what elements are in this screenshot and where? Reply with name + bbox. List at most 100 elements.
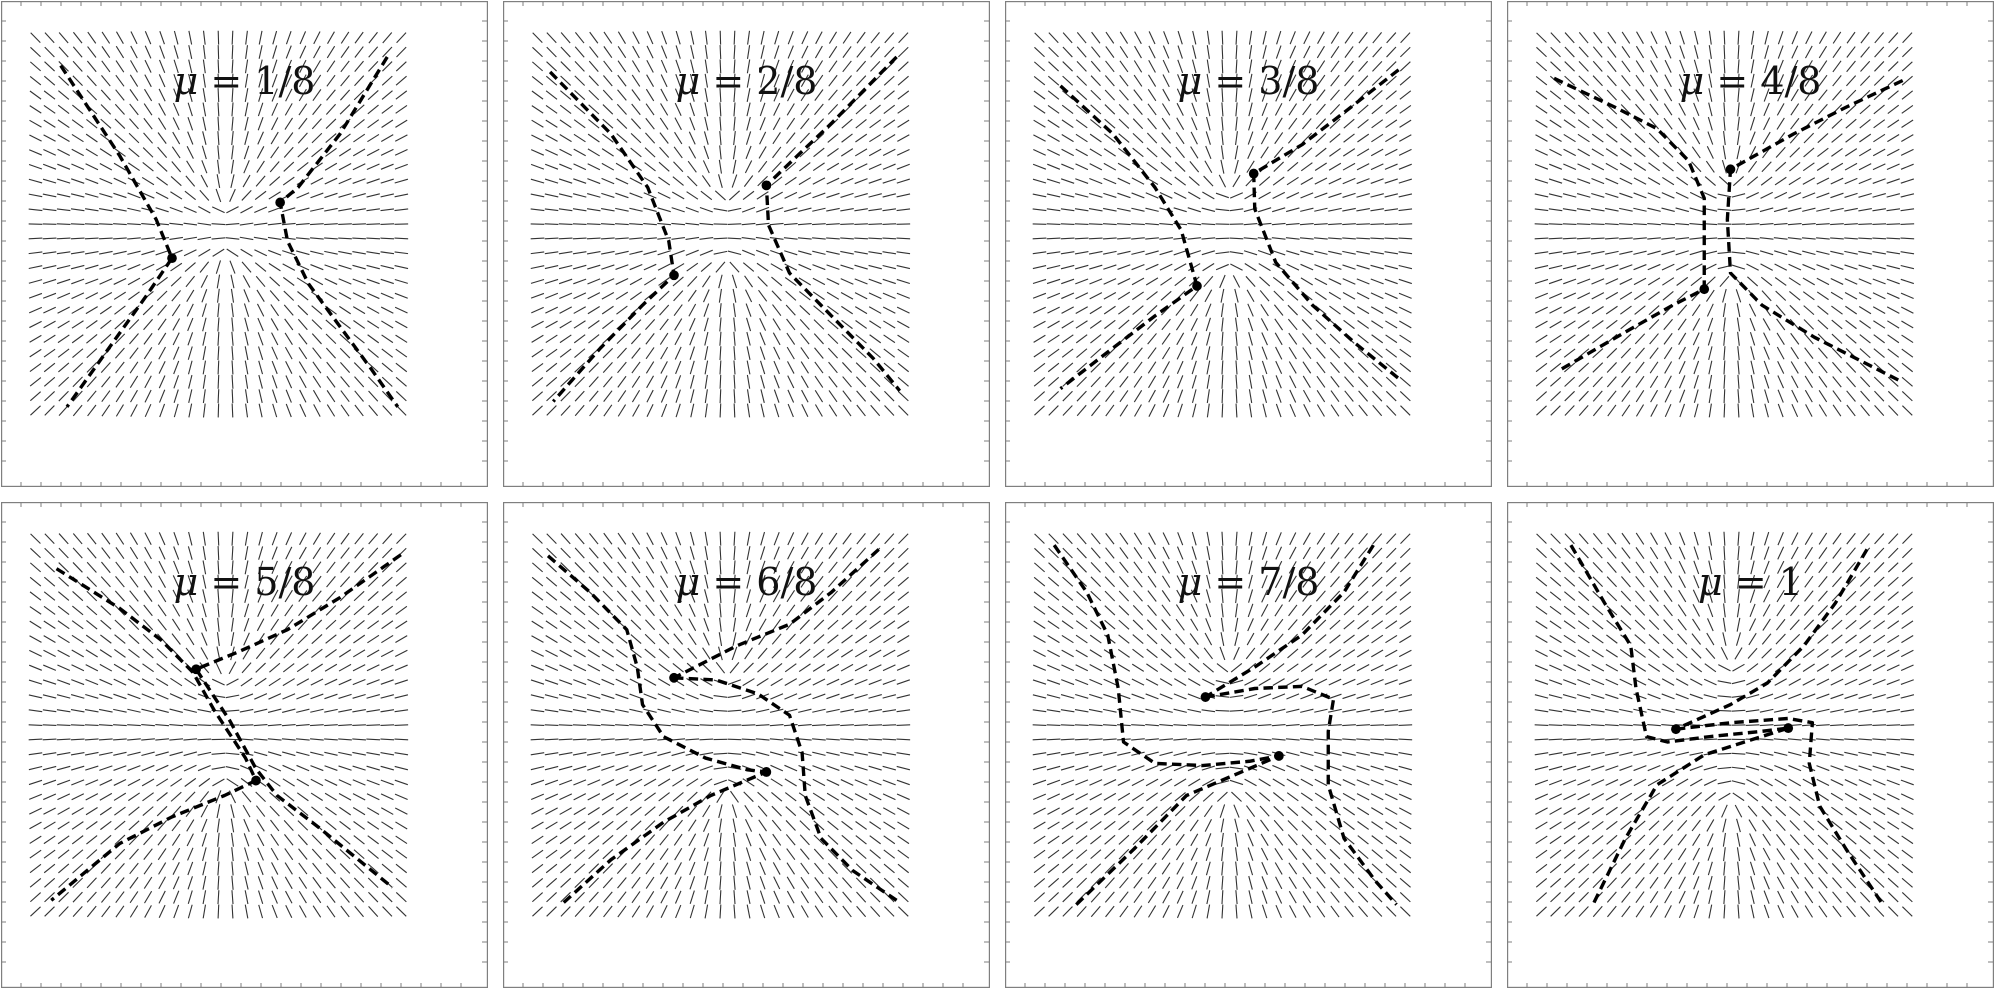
field-segment [759,332,766,346]
field-segment [295,723,310,727]
field-segment [366,306,380,314]
field-segment [311,619,323,630]
field-segment [217,303,220,318]
field-segment [1708,102,1713,117]
field-segment [1286,207,1300,213]
field-segment [746,574,751,589]
field-segment [1259,276,1271,287]
field-segment [755,222,770,226]
field-segment [559,807,572,815]
field-segment [1563,334,1576,344]
field-segment [169,764,183,772]
field-segment [841,118,853,129]
field-segment [1858,208,1872,212]
field-segment [1062,61,1073,72]
field-segment [1620,347,1632,359]
field-segment [1577,178,1591,184]
field-segment [1119,45,1129,59]
field-segment [170,191,183,200]
panel-plot [503,502,990,988]
field-segment [71,793,85,801]
field-segment [1343,305,1356,315]
field-segment [312,546,322,560]
field-segment [352,148,366,157]
field-segment [742,678,755,687]
field-segment [310,678,324,686]
field-segment [1663,332,1673,345]
field-segment [1220,159,1225,174]
field-segment [718,632,723,647]
field-segment [70,251,85,255]
field-segment [1287,147,1298,158]
field-segment [685,206,699,213]
field-segment [1886,208,1901,212]
field-segment [559,679,573,685]
field-segment [1302,118,1312,130]
field-segment [298,546,307,560]
field-segment [142,162,154,172]
field-segment [869,891,881,903]
field-segment [56,765,71,771]
field-segment [43,620,56,629]
field-segment [394,738,409,741]
field-segment [883,863,895,874]
field-segment [688,847,696,861]
field-segment [1147,103,1157,116]
field-segment [784,693,798,700]
field-segment [184,677,197,687]
field-segment [544,709,559,713]
field-segment [883,75,895,86]
field-segment [296,708,310,713]
field-segment [559,821,572,830]
field-segment [311,806,323,816]
field-segment [1076,75,1088,86]
field-segment [1620,319,1632,330]
field-segment [827,820,839,831]
field-segment [1576,193,1591,198]
field-segment [1606,118,1618,129]
field-segment [1763,360,1770,375]
field-segment [339,820,351,831]
field-segment [1818,404,1828,417]
field-segment [558,208,573,212]
field-segment [560,362,572,373]
field-segment [281,738,296,741]
field-segment [659,604,669,617]
field-segment [29,849,42,859]
field-segment [115,561,125,574]
field-segment [113,708,127,713]
field-segment [719,73,722,88]
field-segment [72,46,83,58]
field-segment [1400,46,1411,58]
field-segment [1535,134,1548,142]
field-segment [733,88,736,103]
field-segment [217,875,220,890]
field-segment [128,792,140,802]
field-segment [1692,131,1701,145]
field-segment [1650,389,1658,403]
field-segment [1764,30,1769,45]
field-segment [1286,263,1300,271]
field-segment [544,679,559,685]
field-segment [1548,193,1563,198]
field-segment [284,575,293,588]
field-segment [615,162,629,171]
field-segment [629,738,643,741]
field-segment [395,75,407,86]
field-segment [255,275,266,288]
field-segment [855,320,867,329]
field-segment [645,575,655,588]
field-segment [28,178,43,184]
field-segment [675,360,682,375]
field-segment [1145,207,1159,212]
field-segment [173,30,179,45]
field-segment [1605,207,1619,212]
field-segment [772,862,781,875]
field-segment [1048,376,1060,387]
field-segment [704,890,709,905]
field-segment [144,532,152,546]
field-segment [71,779,85,786]
field-segment [1105,404,1115,417]
field-segment [690,389,695,404]
field-segment [70,724,85,726]
